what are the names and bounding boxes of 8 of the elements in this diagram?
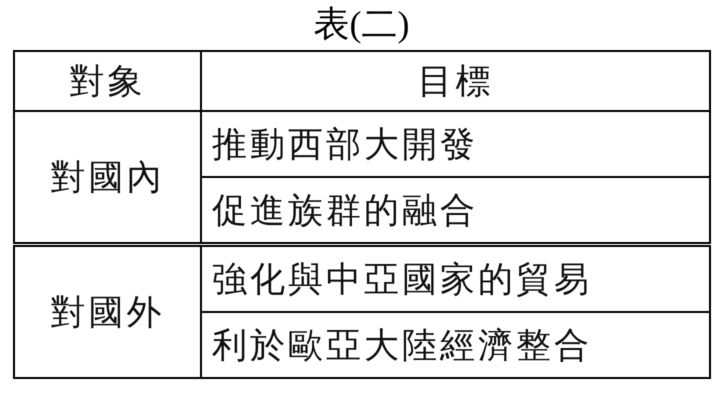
table-cell: 推動西部大開發 xyxy=(201,111,710,177)
table-cell: 對國內 xyxy=(14,111,201,244)
table-cell: 利於歐亞大陸經濟整合 xyxy=(201,312,710,378)
table-cell: 強化與中亞國家的貿易 xyxy=(201,244,710,312)
table-cell: 目標 xyxy=(201,51,710,111)
table-title: 表(二) xyxy=(312,3,410,46)
table-cell: 對象 xyxy=(14,51,201,111)
table-cell: 對國外 xyxy=(14,244,201,378)
